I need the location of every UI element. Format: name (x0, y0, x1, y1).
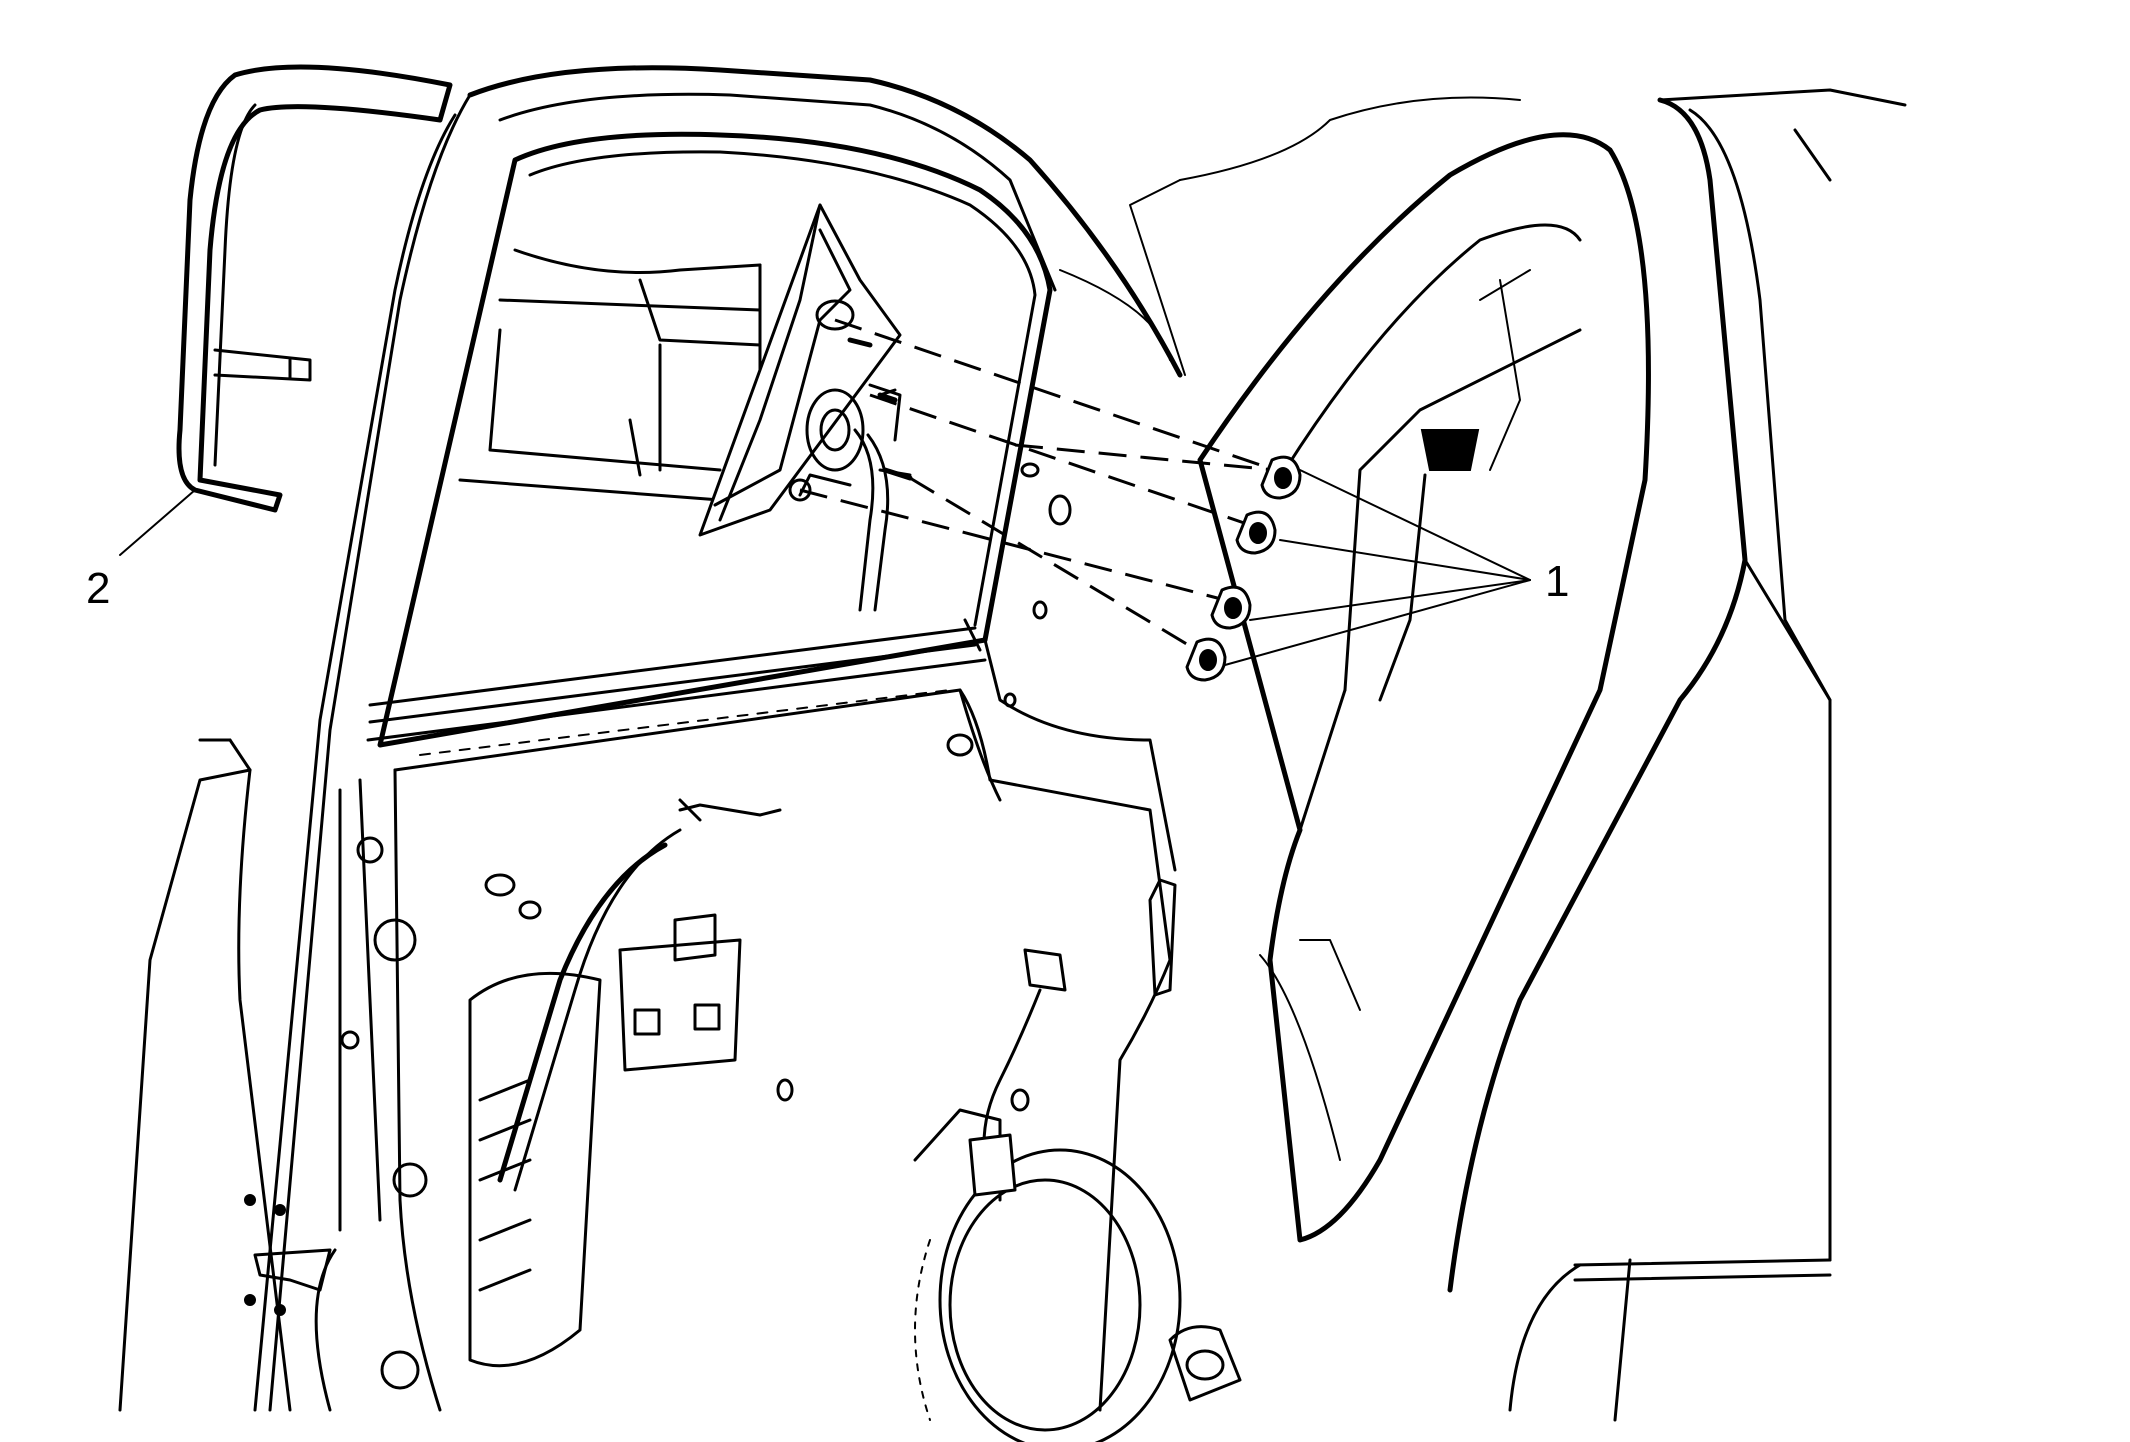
callout-label-1: 1 (1545, 557, 1569, 606)
nut (1185, 637, 1227, 682)
callout-label-2: 2 (86, 564, 110, 613)
nut (1235, 510, 1277, 555)
mirror-nuts (799, 318, 1302, 682)
callout-leaders (119, 469, 1531, 666)
nut (1210, 585, 1252, 630)
nut (1260, 455, 1302, 500)
door-assembly (118, 65, 1242, 1442)
outside-mirror (176, 64, 453, 513)
mirror-base (698, 203, 913, 612)
vehicle-body (1129, 88, 1907, 1422)
door-opening (1197, 132, 1651, 1243)
